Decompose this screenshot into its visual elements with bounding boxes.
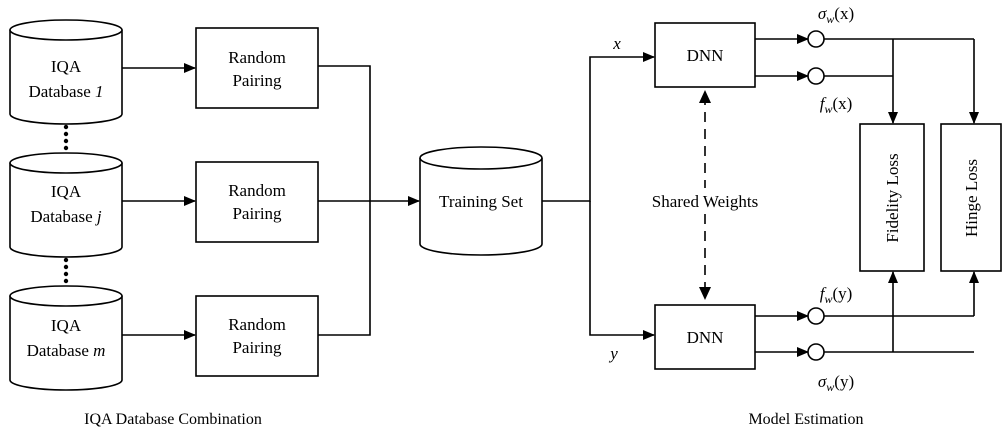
database-1-line1: IQA [51,57,82,76]
caption-right: Model Estimation [748,411,863,428]
fidelity-loss-label: Fidelity Loss [883,153,902,242]
node-sigma-y [807,343,825,361]
database-j: IQA Database j [9,152,123,258]
label-sigma-y: σw(y) [818,372,854,394]
random-pairing-2-line1: Random [228,181,286,200]
random-pairing-1-line2: Pairing [232,71,282,90]
node-f-y [807,307,825,325]
database-j-line2: Database j [30,207,102,226]
ellipsis-dots-upper [63,124,69,151]
input-x-label: x [612,34,621,53]
shared-weights-arrowhead-up [699,90,711,103]
random-pairing-3-line2: Pairing [232,338,282,357]
label-sigma-x: σw(x) [818,4,854,26]
shared-weights-label: Shared Weights [652,192,758,211]
label-f-x: fw(x) [820,94,853,116]
training-set: Training Set [419,146,543,256]
label-f-y: fw(y) [820,284,853,306]
shared-weights-label-bg [636,188,774,214]
node-f-x [807,67,825,85]
random-pairing-3-line1: Random [228,315,286,334]
arrow-to-dnn-y [589,201,655,340]
database-m-line2: Database m [27,341,106,360]
hinge-loss: Hinge Loss [940,123,1002,272]
database-j-line1: IQA [51,182,82,201]
input-y-label: y [608,344,618,363]
training-set-label: Training Set [439,192,523,211]
dnn-top: DNN [654,22,756,88]
fidelity-loss: Fidelity Loss [859,123,925,272]
database-m: IQA Database m [9,285,123,391]
database-m-line1: IQA [51,316,82,335]
random-pairing-2: Random Pairing [195,161,319,243]
random-pairing-1: Random Pairing [195,27,319,109]
arrow-to-dnn-x [542,52,655,202]
hinge-loss-label: Hinge Loss [962,159,981,237]
dnn-top-label: DNN [687,46,724,65]
shared-weights-arrowhead-down [699,287,711,300]
dnn-bottom-label: DNN [687,328,724,347]
database-1-line2: Database 1 [28,82,103,101]
random-pairing-3: Random Pairing [195,295,319,377]
random-pairing-1-line1: Random [228,48,286,67]
database-1: IQA Database 1 [9,19,123,125]
dnn-bottom: DNN [654,304,756,370]
caption-left: IQA Database Combination [84,411,262,428]
random-pairing-2-line2: Pairing [232,204,282,223]
ellipsis-dots-lower [63,257,69,284]
node-sigma-x [807,30,825,48]
